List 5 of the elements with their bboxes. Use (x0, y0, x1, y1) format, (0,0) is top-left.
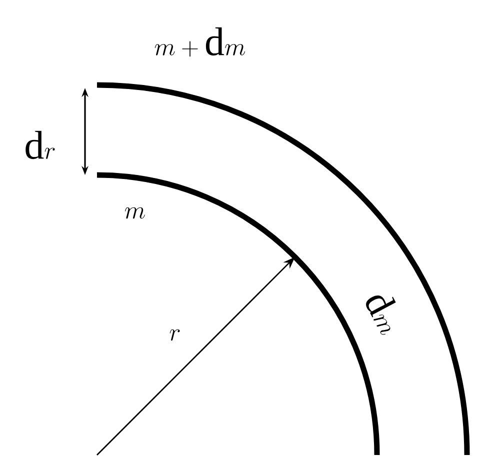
radius-label: $r$ (170, 329, 180, 341)
arc-label: $\mathrm{d}m$ (366, 296, 396, 335)
dimension-label: $\mathrm{d}r$ (26, 130, 55, 160)
arc-label: $m+\mathrm{d}m$ (154, 27, 246, 57)
arc-label: $m$ (125, 207, 145, 219)
